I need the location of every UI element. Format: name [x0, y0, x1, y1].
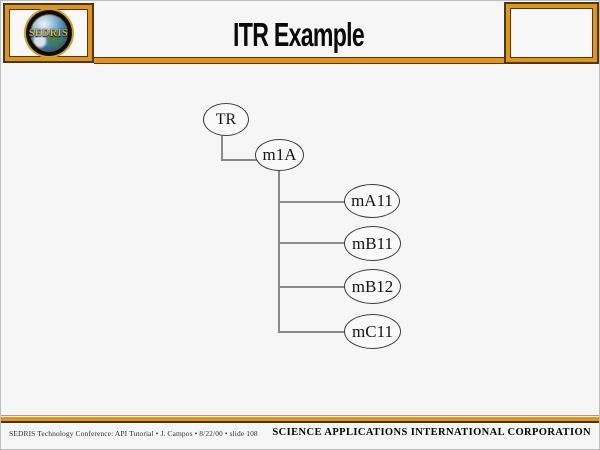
connector-to-mc11: [278, 331, 345, 333]
title-bar: ITR Example: [94, 13, 504, 57]
tree-node-ma11: mA11: [344, 184, 400, 218]
tree-node-label: mB12: [351, 276, 394, 296]
connector-to-mb11: [278, 242, 345, 244]
tree-node-m1a: m1A: [255, 139, 304, 171]
footer-company-name: SCIENCE APPLICATIONS INTERNATIONAL CORPO…: [272, 427, 591, 438]
header-corner-box: [506, 4, 597, 62]
tree-node-mb12: mB12: [344, 269, 401, 304]
connector-tr-down: [221, 136, 223, 161]
connector-m1a-stem: [278, 170, 280, 333]
header-divider: [94, 57, 504, 64]
connector-tr-to-m1a: [221, 159, 257, 161]
connector-to-mb12: [278, 286, 345, 288]
footer-divider: [1, 414, 599, 423]
tree-node-mb11: mB11: [344, 226, 401, 261]
logo-text: SEDRIS: [28, 27, 69, 39]
page-title: ITR Example: [233, 16, 366, 53]
tree-node-label: m1A: [262, 145, 297, 164]
tree-node-label: mA11: [351, 191, 393, 210]
tree-node-mc11: mC11: [344, 314, 401, 349]
tree-node-tr: TR: [203, 103, 249, 136]
sedris-globe-logo-icon: SEDRIS: [23, 8, 74, 58]
logo-box: SEDRIS: [5, 5, 92, 61]
connector-to-ma11: [278, 201, 345, 203]
footer-credits: SEDRIS Technology Conference: API Tutori…: [9, 429, 258, 438]
tree-node-label: mC11: [352, 321, 393, 341]
tree-node-label: TR: [215, 110, 237, 128]
tree-node-label: mB11: [352, 233, 393, 253]
